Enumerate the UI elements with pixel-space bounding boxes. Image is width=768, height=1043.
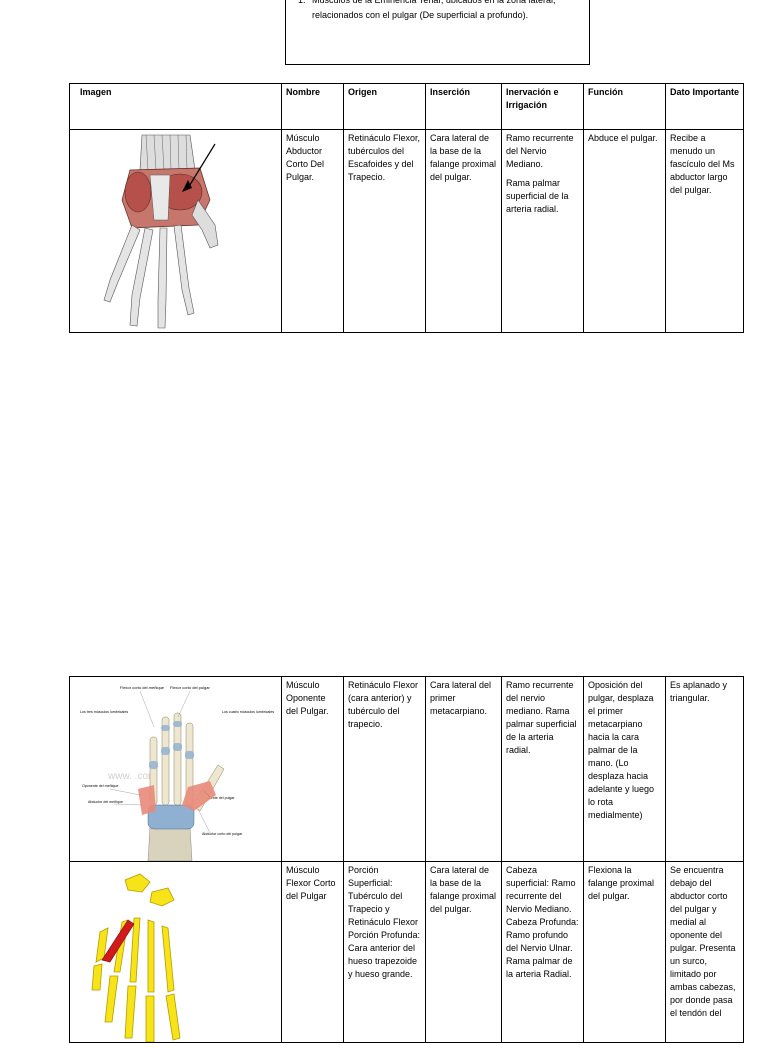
- image-cell: [69, 861, 282, 1043]
- image-cell: [69, 129, 282, 333]
- header-origen: Origen: [343, 83, 426, 130]
- label-top-right: Flexor corto del pulgar: [170, 685, 210, 690]
- cell-dato: Es aplanado y triangular.: [665, 676, 744, 862]
- cell-origen: Porción Superficial: Tubérculo del Trape…: [343, 861, 426, 1043]
- intro-box: 1. Músculos de la Eminencia Tenar, ubica…: [285, 0, 590, 65]
- intro-text: Músculos de la Eminencia Tenar, ubicados…: [312, 0, 556, 20]
- cell-nombre: Músculo Flexor Corto del Pulgar: [281, 861, 344, 1043]
- cell-inervacion: Ramo recurrente del nervio mediano. Rama…: [501, 676, 584, 862]
- image-cell: Flexor corto del meñique Flexor corto de…: [69, 676, 282, 862]
- cell-nombre: Músculo Oponente del Pulgar.: [281, 676, 344, 862]
- list-number: 1.: [298, 0, 306, 5]
- cell-origen: Retináculo Flexor, tubérculos del Escafo…: [343, 129, 426, 333]
- label-top-left: Flexor corto del meñique: [120, 685, 165, 690]
- label-left-2: Oponente del meñique: [82, 784, 118, 788]
- label-right-2: Oponente del pulgar: [202, 796, 235, 800]
- muscle-table-2: Flexor corto del meñique Flexor corto de…: [69, 676, 744, 1043]
- label-right-3: Abductor corto del pulgar: [202, 832, 243, 836]
- table-header-row: Imagen Nombre Origen Inserción Inervació…: [69, 83, 744, 130]
- muscle-table-1: Imagen Nombre Origen Inserción Inervació…: [69, 83, 744, 333]
- cell-origen: Retináculo Flexor (cara anterior) y tubé…: [343, 676, 426, 862]
- table-row: Flexor corto del meñique Flexor corto de…: [69, 676, 744, 862]
- header-funcion: Función: [583, 83, 666, 130]
- header-nombre: Nombre: [281, 83, 344, 130]
- watermark: www. .com: [107, 771, 156, 782]
- table-row: Músculo Flexor Corto del Pulgar Porción …: [69, 861, 744, 1043]
- cell-insercion: Cara lateral de la base de la falange pr…: [425, 129, 502, 333]
- hand-bone-muscle-diagram: Flexor corto del meñique Flexor corto de…: [80, 685, 274, 861]
- header-inervacion: Inervación e Irrigación: [501, 83, 584, 130]
- cell-nombre: Músculo Abductor Corto Del Pulgar.: [281, 129, 344, 333]
- inervacion-text: Ramo recurrente del Nervio Mediano.: [506, 133, 574, 169]
- header-insercion: Inserción: [425, 83, 502, 130]
- cell-insercion: Cara lateral de la base de la falange pr…: [425, 861, 502, 1043]
- table-row: Músculo Abductor Corto Del Pulgar. Retin…: [69, 129, 744, 333]
- cell-funcion: Flexiona la falange proximal del pulgar.: [583, 861, 666, 1043]
- label-right-1: Los cuatro músculos lumbricales: [222, 710, 274, 714]
- yellow-hand-bones-illustration: [91, 873, 181, 1042]
- cell-funcion: Oposición del pulgar, desplaza el primer…: [583, 676, 666, 862]
- cell-funcion: Abduce el pulgar.: [583, 129, 666, 333]
- cell-insercion: Cara lateral del primer metacarpiano.: [425, 676, 502, 862]
- header-imagen: Imagen: [69, 83, 282, 130]
- header-dato: Dato Importante: [665, 83, 744, 130]
- label-left-1: Los tres músculos lumbricales: [80, 710, 128, 714]
- cell-dato: Se encuentra debajo del abductor corto d…: [665, 861, 744, 1043]
- cell-dato: Recibe a menudo un fascículo del Ms abdu…: [665, 129, 744, 333]
- hand-muscle-illustration: [103, 134, 219, 329]
- label-left-3: Abductor del meñique: [88, 800, 123, 804]
- irrigacion-text: Rama palmar superficial de la arteria ra…: [506, 178, 569, 214]
- cell-inervacion: Cabeza superficial: Ramo recurrente del …: [501, 861, 584, 1043]
- cell-inervacion: Ramo recurrente del Nervio Mediano. Rama…: [501, 129, 584, 333]
